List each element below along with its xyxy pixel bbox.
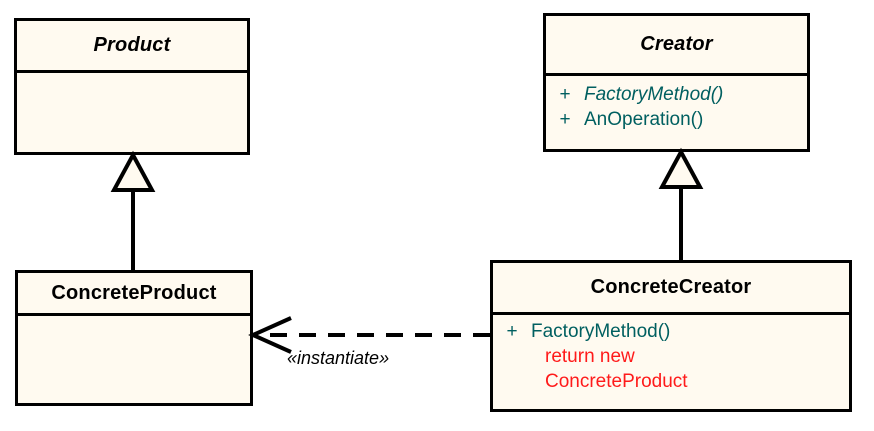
class-name-creator: Creator (640, 33, 713, 55)
class-members-compartment-creator: + FactoryMethod() + AnOperation() (546, 76, 807, 149)
class-box-creator[interactable]: Creator + FactoryMethod() + AnOperation(… (543, 13, 810, 152)
dependency-instantiate-connector[interactable] (248, 316, 490, 354)
class-member-row: return new (493, 344, 849, 369)
class-member-row: ConcreteProduct (493, 369, 849, 394)
class-title-compartment-creator: Creator (546, 16, 807, 76)
open-arrowhead-icon (248, 316, 292, 354)
class-members-compartment-product (17, 73, 247, 152)
hollow-triangle-arrowhead-icon (658, 147, 704, 189)
member-name-anoperation: AnOperation() (584, 109, 704, 130)
member-name-factorymethod: FactoryMethod() (584, 84, 724, 105)
generalization-concrete-product-to-product[interactable] (110, 150, 156, 270)
member-note-concrete-product: ConcreteProduct (545, 371, 688, 392)
class-name-product: Product (93, 34, 171, 56)
class-title-compartment-product: Product (17, 21, 247, 73)
class-box-concrete-creator[interactable]: ConcreteCreator + FactoryMethod() return… (490, 260, 852, 412)
class-members-compartment-concrete-creator: + FactoryMethod() return new ConcretePro… (493, 315, 849, 409)
class-title-compartment-concrete-product: ConcreteProduct (18, 273, 250, 316)
member-visibility: + (559, 84, 571, 105)
class-name-concrete-product: ConcreteProduct (51, 281, 217, 304)
member-name-factorymethod: FactoryMethod() (531, 321, 671, 342)
class-name-concrete-creator: ConcreteCreator (590, 276, 752, 298)
member-note-return-new: return new (545, 346, 635, 367)
class-title-compartment-concrete-creator: ConcreteCreator (493, 263, 849, 315)
member-visibility: + (506, 321, 518, 342)
generalization-concrete-creator-to-creator[interactable] (658, 147, 704, 260)
member-visibility: + (559, 109, 571, 130)
dependency-stereotype-label: «instantiate» (287, 348, 390, 368)
class-member-row: + AnOperation() (546, 107, 807, 132)
class-members-compartment-concrete-product (18, 316, 250, 403)
class-member-row: + FactoryMethod() (546, 82, 807, 107)
class-box-product[interactable]: Product (14, 18, 250, 155)
hollow-triangle-arrowhead-icon (110, 150, 156, 192)
class-member-row: + FactoryMethod() (493, 319, 849, 344)
class-box-concrete-product[interactable]: ConcreteProduct (15, 270, 253, 406)
